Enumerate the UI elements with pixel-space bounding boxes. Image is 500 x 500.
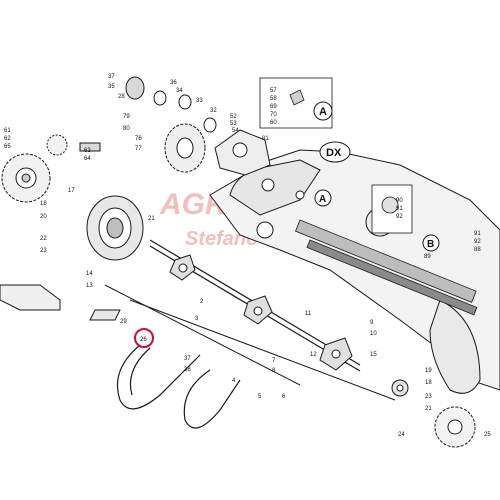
part-label: 26 [140,337,147,343]
detail-box-right [371,184,413,234]
hub-19 [391,379,409,397]
part-label: 54 [232,128,239,134]
part-label: 60 [270,120,277,126]
star-hub-mid [243,295,273,325]
part-label: 12 [310,352,317,358]
part-label: 15 [370,352,377,358]
part-label: 80 [123,126,130,132]
svg-text:B: B [427,239,434,250]
part-label: 32 [210,108,217,114]
part-label: 9 [370,320,374,326]
star-hub-left [169,254,196,281]
part-label: 21 [148,216,155,222]
part-label: 63 [84,148,91,154]
part-label: 3 [195,316,199,322]
star-hub-right [319,337,353,371]
part-label: 52 [230,114,237,120]
part-label: 89 [424,254,431,260]
part-label: 23 [40,248,47,254]
spring-tines [116,344,241,429]
part-label: 37 [184,356,191,362]
part-label: 13 [86,283,93,289]
part-label: 2 [200,299,204,305]
part-label: 36 [170,80,177,86]
sprocket-24 [434,406,476,448]
part-label: 23 [425,394,432,400]
part-label: 10 [370,331,377,337]
part-label: 79 [123,114,130,120]
highlight-ring [134,328,154,348]
part-label: 21 [425,406,432,412]
part-label: 90 [396,198,403,204]
part-label: 11 [305,311,312,317]
part-label: 17 [68,188,75,194]
part-label: 65 [4,144,11,150]
part-label: 6 [282,394,286,400]
shaft-2 [104,284,301,386]
view-label-a-housing: A [314,189,332,207]
part-labels: 37 35 28 36 34 33 32 52 53 54 81 79 80 7… [4,74,491,438]
part-label: 35 [108,84,115,90]
part-label: 25 [484,432,491,438]
part-label: 20 [40,214,47,220]
view-label-dx: DX [319,141,351,163]
left-sprocket-assembly [1,134,101,203]
svg-text:A: A [319,194,326,205]
flange-21 [86,195,144,261]
part-label: 77 [135,146,142,152]
svg-text:A: A [319,106,327,118]
part-label: 34 [176,88,183,94]
part-label: 57 [270,88,277,94]
part-label: 61 [4,128,11,134]
part-label: 62 [4,136,11,142]
part-label: 33 [196,98,203,104]
plate-29 [89,309,121,321]
part-label: 18 [40,201,47,207]
part-label: 92 [474,239,481,245]
part-label: 91 [396,206,403,212]
part-label: 91 [474,231,481,237]
part-label: 19 [425,368,432,374]
part-label: 5 [258,394,262,400]
part-label: 8 [272,368,276,374]
bracket-left [0,284,61,311]
part-label: 18 [425,380,432,386]
part-label: 70 [270,112,277,118]
part-label: 76 [135,136,142,142]
part-label: 14 [86,271,93,277]
shaft-3 [129,299,396,401]
chain [294,219,478,316]
part-label: 88 [474,247,481,253]
part-label: 81 [262,136,269,142]
view-label-a-top: A [313,101,333,121]
part-label: 69 [270,104,277,110]
part-label: 38 [184,367,191,373]
part-label: 29 [120,319,127,325]
part-label: 92 [396,214,403,220]
part-label: 53 [230,121,237,127]
part-label: 7 [272,358,276,364]
part-label: 28 [118,94,125,100]
part-label: 22 [40,236,47,242]
part-label: 37 [108,74,115,80]
part-label: 24 [398,432,405,438]
part-label: 64 [84,156,91,162]
part-label: 58 [270,96,277,102]
part-label: 4 [232,378,236,384]
gear-stack [125,76,271,176]
svg-text:DX: DX [326,147,342,159]
view-label-b: B [422,234,440,252]
gearbox-housing [209,149,500,394]
